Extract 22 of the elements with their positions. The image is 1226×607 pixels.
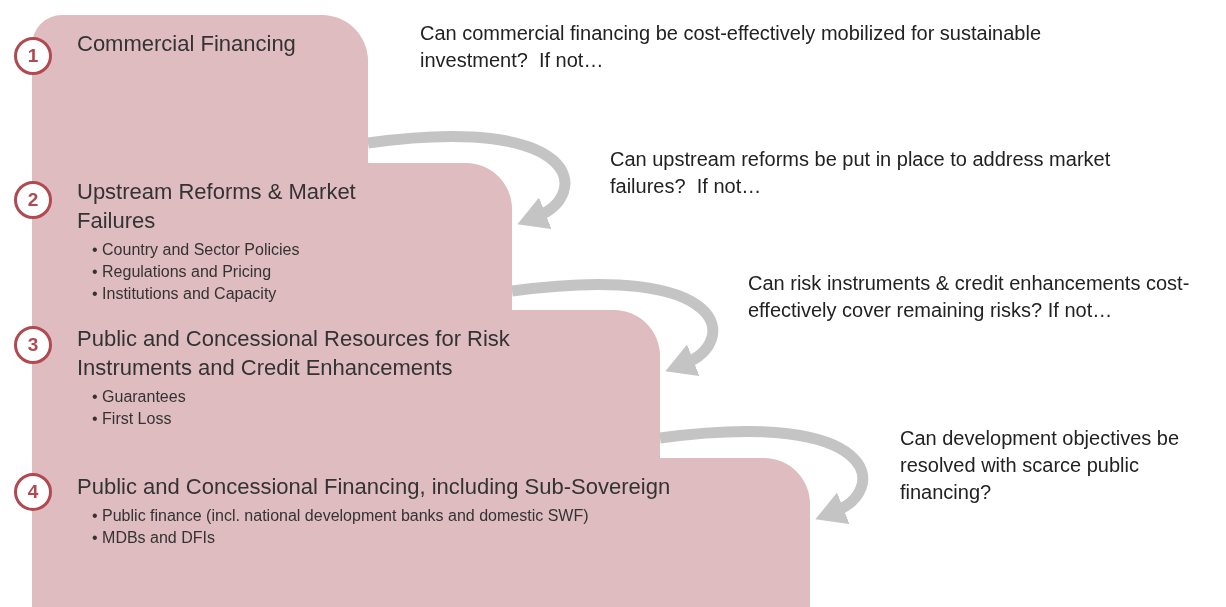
bullet-item: • Institutions and Capacity: [92, 284, 278, 304]
bullet-item: • Regulations and Pricing: [92, 262, 273, 282]
step-heading: Commercial Financing: [77, 30, 297, 58]
curved-arrow: [367, 131, 571, 228]
number-circle: 3: [14, 326, 52, 364]
curved-arrow: [659, 426, 868, 523]
number-circle: 4: [14, 473, 52, 511]
bullet-item: • Country and Sector Policies: [92, 240, 301, 260]
bullet-item: • Guarantees: [92, 387, 187, 407]
step-heading: Public and Concessional Resources for Risk Instruments and Credit Enhancements: [77, 325, 511, 382]
bullet-item: • Public finance (incl. national development banks and domestic SWF): [92, 506, 590, 526]
step-heading: Upstream Reforms & Market Failures: [77, 178, 357, 235]
step-heading: Public and Concessional Financing, including Sub-Sovereign: [77, 473, 672, 501]
question-text: Can upstream reforms be put in place to address market failures? If not…: [610, 147, 1112, 199]
number-circle: 1: [14, 37, 52, 75]
question-text: Can commercial financing be cost-effectively mobilized for sustainable investment? If not…: [420, 21, 1043, 73]
number-circle: 2: [14, 181, 52, 219]
curved-arrow: [511, 278, 719, 375]
bullet-item: • First Loss: [92, 409, 173, 429]
question-text: Can risk instruments & credit enhancements cost-effectively cover remaining risks? If not…: [748, 271, 1191, 323]
bullet-item: • MDBs and DFIs: [92, 528, 216, 548]
question-text: Can development objectives be resolved with scarce public financing?: [900, 426, 1181, 505]
